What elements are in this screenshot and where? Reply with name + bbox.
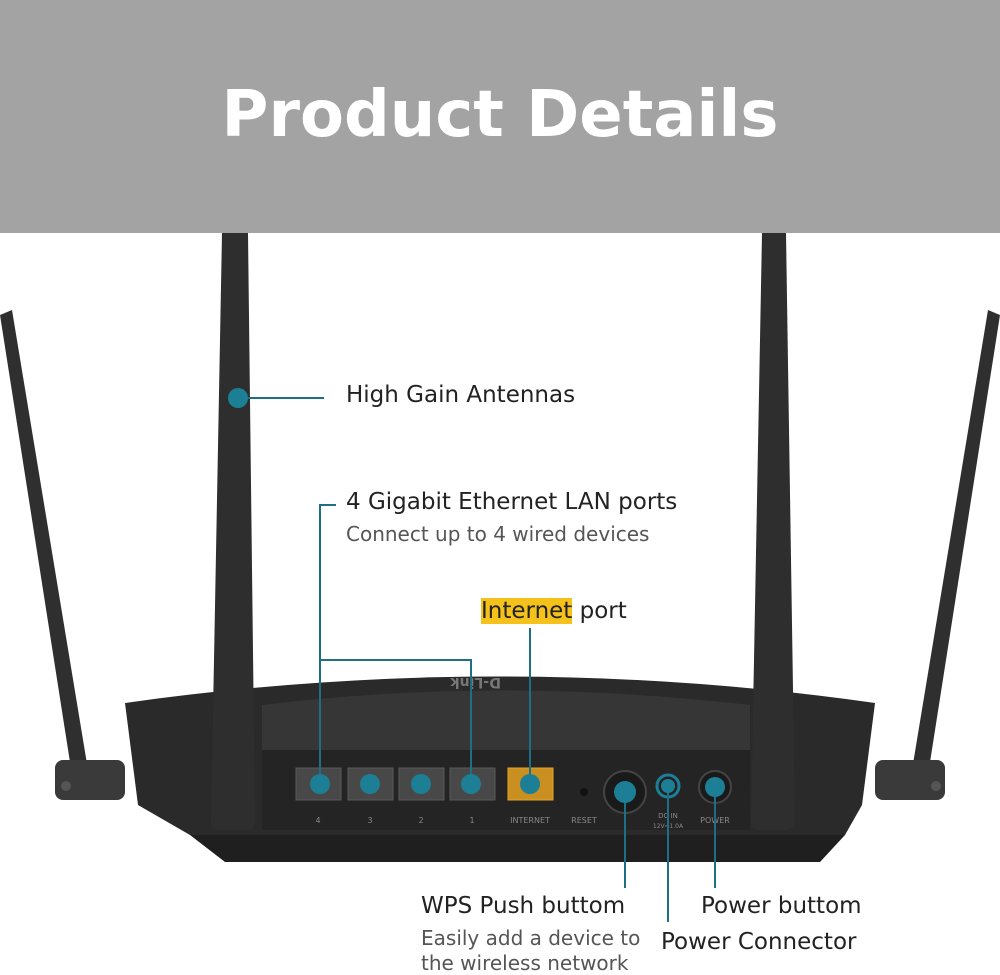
reset-hole: [580, 788, 588, 796]
lan-port-label: 1: [469, 816, 474, 825]
dc-in-dot: [661, 779, 675, 793]
power-connector-label: Power Connector: [661, 929, 857, 955]
internet-port-label: INTERNET: [510, 816, 550, 825]
wps-sublabel-line1: Easily add a device to: [421, 926, 641, 950]
reset-label: RESET: [571, 816, 597, 825]
lan-dot: [360, 774, 380, 794]
front-left-antenna: [210, 233, 255, 830]
lan-port-label: 3: [367, 816, 372, 825]
wps-sublabel-line2: the wireless network: [421, 951, 629, 975]
front-right-antenna: [750, 233, 795, 830]
wps-dot: [614, 781, 636, 803]
internet-port-rest: port: [572, 598, 627, 624]
lan-port-label: 4: [315, 816, 320, 825]
lan-ports-label: 4 Gigabit Ethernet LAN ports: [346, 489, 678, 515]
callout-lines: [238, 397, 716, 922]
right-side-antenna: [875, 310, 1000, 800]
antennas-label: High Gain Antennas: [346, 382, 576, 408]
internet-highlight: Internet: [481, 598, 573, 624]
page-title: Product Details: [221, 78, 779, 152]
lan-dot: [461, 774, 481, 794]
lan-port-label: 2: [418, 816, 423, 825]
wps-label: WPS Push buttom: [421, 893, 626, 919]
left-side-antenna: [0, 310, 125, 800]
lan-dot: [411, 774, 431, 794]
internet-port-callout: Internet port: [481, 598, 627, 624]
lan-ports-sublabel: Connect up to 4 wired devices: [346, 522, 650, 546]
header-banner: Product Details: [0, 0, 1000, 233]
power-dot: [705, 777, 725, 797]
power-button-label: Power buttom: [701, 893, 862, 919]
lan-dot: [310, 774, 330, 794]
callout-dots: [228, 388, 725, 803]
internet-dot: [520, 774, 540, 794]
brand-logo: D-Link: [450, 674, 501, 690]
antenna-dot: [228, 388, 248, 408]
